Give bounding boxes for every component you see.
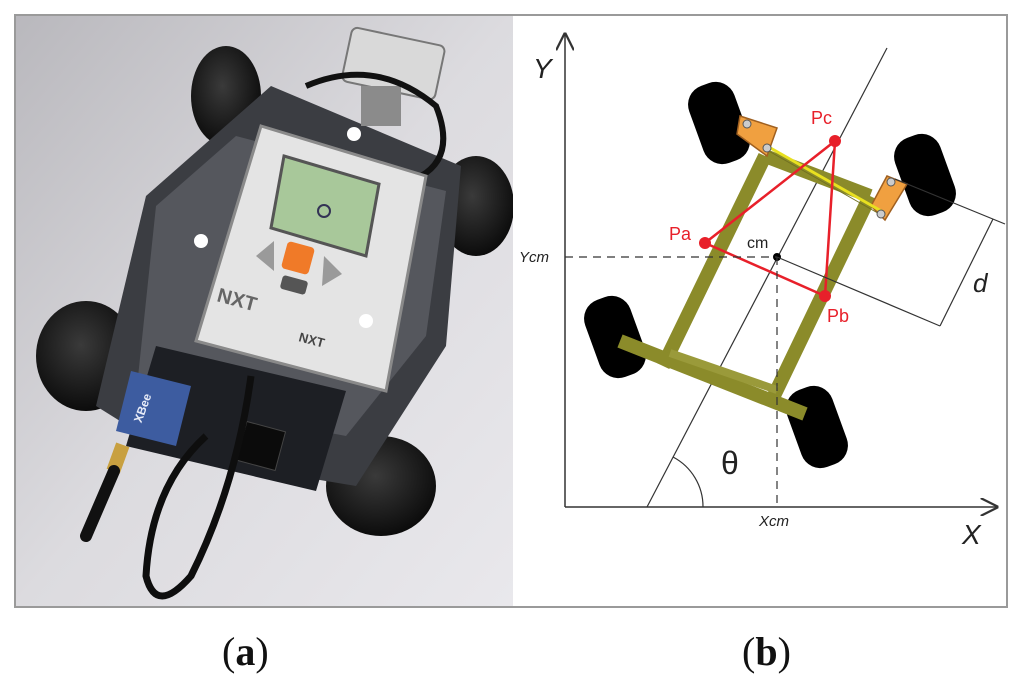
nxt-screen-icon — [317, 204, 331, 218]
wheel-front-left — [688, 81, 750, 165]
nxt-side-label: NXT — [297, 329, 326, 350]
pivot-joint — [762, 143, 772, 153]
ycm-label: Ycm — [519, 249, 549, 266]
wheel-rear-left — [584, 295, 646, 379]
wheel-front-right — [894, 133, 956, 217]
cm-label: cm — [747, 235, 768, 252]
chassis-rail-right — [763, 192, 877, 408]
point-pb — [819, 290, 831, 302]
pivot-joint — [876, 209, 886, 219]
xbee-module — [116, 371, 191, 446]
tie-rod-shadow — [766, 149, 884, 217]
d-dimension-line — [939, 218, 994, 327]
d-label: d — [973, 268, 989, 298]
nxt-left-button — [256, 241, 274, 271]
nxt-dark-button — [280, 275, 308, 295]
x-axis-label: X — [961, 519, 982, 550]
pa-label: Pa — [669, 224, 692, 244]
pivot-joint — [742, 119, 752, 129]
d-extension-line — [894, 178, 1006, 225]
point-pc — [829, 135, 841, 147]
brick-light-left — [194, 234, 208, 248]
nxt-orange-button — [281, 241, 315, 275]
theta-arc — [672, 456, 704, 508]
sensor-light — [347, 127, 361, 141]
antenna — [80, 465, 120, 542]
heading-line — [646, 47, 888, 508]
pb-label: Pb — [827, 306, 849, 326]
robot-photo: NXT NXT XBee — [16, 16, 513, 606]
chassis-cross-bar — [668, 349, 779, 394]
xcm-label: Xcm — [758, 513, 789, 530]
chassis-rail-left — [656, 152, 772, 370]
usb-cable — [142, 375, 255, 600]
nxt-right-button — [322, 256, 342, 286]
theta-label: θ — [721, 445, 739, 481]
caption-a: (a) — [222, 629, 269, 674]
chassis-rear-axle — [617, 334, 808, 421]
caption-b: (b) — [742, 629, 791, 674]
reference-triangle — [702, 138, 837, 298]
point-pa — [699, 237, 711, 249]
d-extension-line — [776, 256, 941, 327]
pc-label: Pc — [811, 108, 832, 128]
sensor-head — [361, 86, 401, 126]
y-axis-label: Y — [533, 53, 554, 84]
wheel-rear-right — [786, 385, 848, 469]
brick-light-right — [359, 314, 373, 328]
pivot-joint — [886, 177, 896, 187]
kinematic-diagram: Y X Pa Pb Pc cm Ycm Xcm d θ — [519, 16, 1006, 550]
control-board — [126, 346, 346, 491]
sensor-cable — [304, 71, 447, 179]
tie-rod — [766, 144, 884, 214]
